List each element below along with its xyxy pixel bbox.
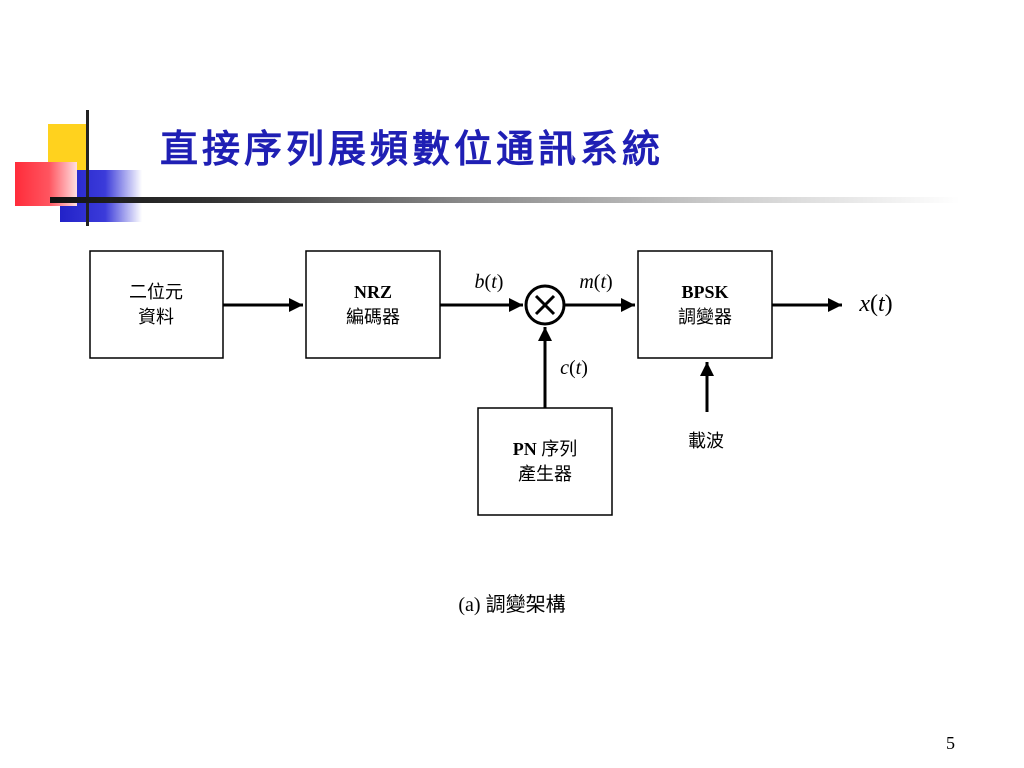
pn-generator-line1-bold: PN	[513, 439, 537, 459]
data-source-block: 二位元 資料	[89, 250, 224, 359]
data-source-line2: 資料	[138, 307, 174, 327]
multiplier	[524, 284, 566, 326]
signal-m-label: m(t)	[579, 271, 612, 293]
diagram-caption: (a) 調變架構	[458, 594, 566, 616]
nrz-encoder-block: NRZ 編碼器	[305, 250, 441, 359]
page-number: 5	[946, 733, 955, 753]
pn-generator-line2: 產生器	[518, 464, 572, 484]
signal-x-label: x(t)	[858, 291, 892, 317]
bpsk-modulator-line2: 調變器	[678, 307, 732, 327]
nrz-encoder-line1: NRZ	[354, 282, 392, 302]
bpsk-modulator-line1: BPSK	[681, 282, 728, 302]
signal-c-label: c(t)	[560, 357, 588, 379]
signal-b-label: b(t)	[475, 271, 504, 293]
data-source-line1: 二位元	[129, 282, 183, 302]
bpsk-modulator-block: BPSK 調變器	[637, 250, 773, 359]
slide-title: 直接序列展頻數位通訊系統	[160, 126, 665, 171]
pn-generator-line1: PN 序列	[513, 439, 578, 459]
nrz-encoder-line2: 編碼器	[346, 307, 400, 327]
pn-generator-block: PN 序列 產生器	[477, 407, 613, 516]
decor-vertical-line	[86, 110, 89, 226]
pn-generator-line1-rest: 序列	[537, 439, 578, 459]
title-underline	[50, 197, 960, 203]
carrier-label: 載波	[688, 431, 724, 451]
